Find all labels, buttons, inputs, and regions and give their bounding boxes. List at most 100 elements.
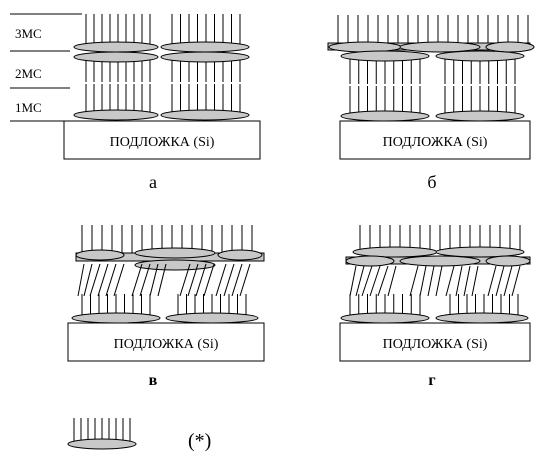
- molecule-head: [73, 109, 159, 121]
- panel-g-top-layer: [345, 225, 531, 267]
- molecule-group-a2-left: [73, 51, 159, 82]
- panel-b: ПОДЛОЖКА (Si) б: [327, 15, 535, 192]
- molecule-chain-tilted: [419, 265, 427, 297]
- molecule-head: [435, 246, 525, 258]
- panel-letter-v: в: [149, 372, 158, 389]
- molecule-head: [485, 255, 531, 267]
- molecule-chain-tilted: [487, 265, 497, 297]
- molecule-chain-tilted: [89, 263, 101, 297]
- substrate-b: [339, 120, 531, 160]
- legend: (*): [67, 418, 211, 452]
- panel-v-top-layer: [75, 225, 265, 271]
- molecule-head: [399, 41, 481, 53]
- molecule-chain-tilted: [139, 263, 151, 297]
- molecule-head: [435, 50, 525, 62]
- molecule-chain-tilted: [349, 265, 357, 297]
- molecule-chain-tilted: [77, 263, 85, 297]
- panel-a-layer-1: [73, 84, 250, 121]
- molecule-chain-tilted: [471, 265, 479, 297]
- molecule-chain-tilted: [387, 265, 397, 297]
- molecule-chain-tilted: [83, 263, 93, 297]
- panel-a-layer-2: [73, 51, 250, 82]
- panel-letter-b: б: [427, 172, 436, 192]
- molecule-head: [435, 110, 525, 122]
- panel-letter-g: г: [428, 372, 435, 389]
- molecule-chain-tilted: [495, 265, 505, 297]
- molecule-chain-tilted: [231, 263, 243, 297]
- molecule-chain-tilted: [239, 263, 251, 297]
- legend-text: (*): [188, 430, 211, 452]
- molecule-head: [67, 438, 137, 450]
- molecule-chain-tilted: [409, 265, 419, 297]
- molecule-group-a1-left: [73, 84, 159, 121]
- layer-scale: 3МС 2МС 1МС: [10, 13, 82, 122]
- molecule-head: [328, 41, 402, 53]
- molecule-head: [340, 50, 430, 62]
- molecule-head: [165, 312, 259, 324]
- molecule-chain-tilted: [427, 265, 435, 297]
- molecule-head: [340, 312, 430, 324]
- molecule-head: [73, 41, 159, 53]
- layer-label-3ms: 3МС: [15, 26, 42, 41]
- molecule-chain-tilted: [455, 265, 463, 297]
- molecule-chain-tilted: [105, 263, 117, 297]
- layer-label-1ms: 1МС: [15, 100, 42, 115]
- molecule-group-a3-right: [160, 14, 250, 53]
- molecule-chain-tilted: [195, 263, 207, 297]
- substrate-a: [63, 120, 261, 160]
- molecule-chain-tilted: [223, 263, 235, 297]
- molecule-head: [75, 249, 125, 261]
- legend-molecule-symbol: [67, 418, 137, 450]
- molecule-chain-tilted: [179, 263, 191, 297]
- substrate-v-label: ПОДЛОЖКА (Si): [114, 337, 219, 352]
- molecule-head: [352, 246, 438, 258]
- panel-a-layer-3: [73, 14, 250, 53]
- molecule-head: [345, 255, 395, 267]
- panel-v-tilted-layer: [77, 263, 251, 297]
- panel-a: ПОДЛОЖКА (Si) а: [63, 14, 261, 192]
- layer-label-2ms: 2МС: [15, 66, 42, 81]
- molecule-chain-tilted: [369, 265, 381, 297]
- molecule-head: [160, 51, 250, 63]
- panel-letter-a: а: [149, 172, 157, 192]
- panel-b-top-layer: [327, 15, 535, 53]
- molecule-head: [399, 255, 481, 267]
- panel-b-lower-layer: [340, 50, 525, 122]
- molecule-chain-tilted: [187, 263, 199, 297]
- molecule-chain-tilted: [445, 265, 455, 297]
- molecule-chain-tilted: [435, 265, 443, 297]
- molecule-chain-tilted: [113, 263, 125, 297]
- substrate-g: [339, 322, 531, 362]
- molecule-head: [217, 249, 263, 261]
- molecule-chain-tilted: [203, 263, 215, 297]
- molecule-group-a2-right: [160, 51, 250, 82]
- molecule-chain-tilted: [503, 265, 513, 297]
- panel-g: ПОДЛОЖКА (Si) г: [339, 225, 531, 389]
- molecule-group-a1-right: [160, 84, 250, 121]
- molecule-head: [71, 312, 161, 324]
- molecule-head: [435, 312, 529, 324]
- molecule-chain-tilted: [157, 263, 167, 297]
- molecule-head: [134, 259, 216, 271]
- substrate-b-label: ПОДЛОЖКА (Si): [383, 135, 488, 150]
- molecule-group-a3-left: [73, 14, 159, 53]
- substrate-v: [67, 322, 265, 362]
- molecule-head: [134, 247, 216, 259]
- substrate-a-label: ПОДЛОЖКА (Si): [110, 135, 215, 150]
- molecule-head: [485, 41, 535, 53]
- panel-v-bottom-layer: [71, 294, 259, 324]
- panel-g-tilted-layer: [349, 265, 521, 297]
- molecule-chain-tilted: [149, 263, 159, 297]
- molecule-head: [73, 51, 159, 63]
- panel-v: ПОДЛОЖКА (Si) в: [67, 225, 265, 389]
- molecule-chain-tilted: [97, 263, 109, 297]
- molecule-chain-tilted: [215, 263, 227, 297]
- molecule-chain-tilted: [361, 265, 373, 297]
- molecule-chain-tilted: [131, 263, 143, 297]
- molecule-head: [340, 110, 430, 122]
- molecule-chain-tilted: [377, 265, 389, 297]
- molecule-chain-tilted: [355, 265, 365, 297]
- molecule-chain-tilted: [511, 265, 521, 297]
- molecule-chain-tilted: [463, 265, 471, 297]
